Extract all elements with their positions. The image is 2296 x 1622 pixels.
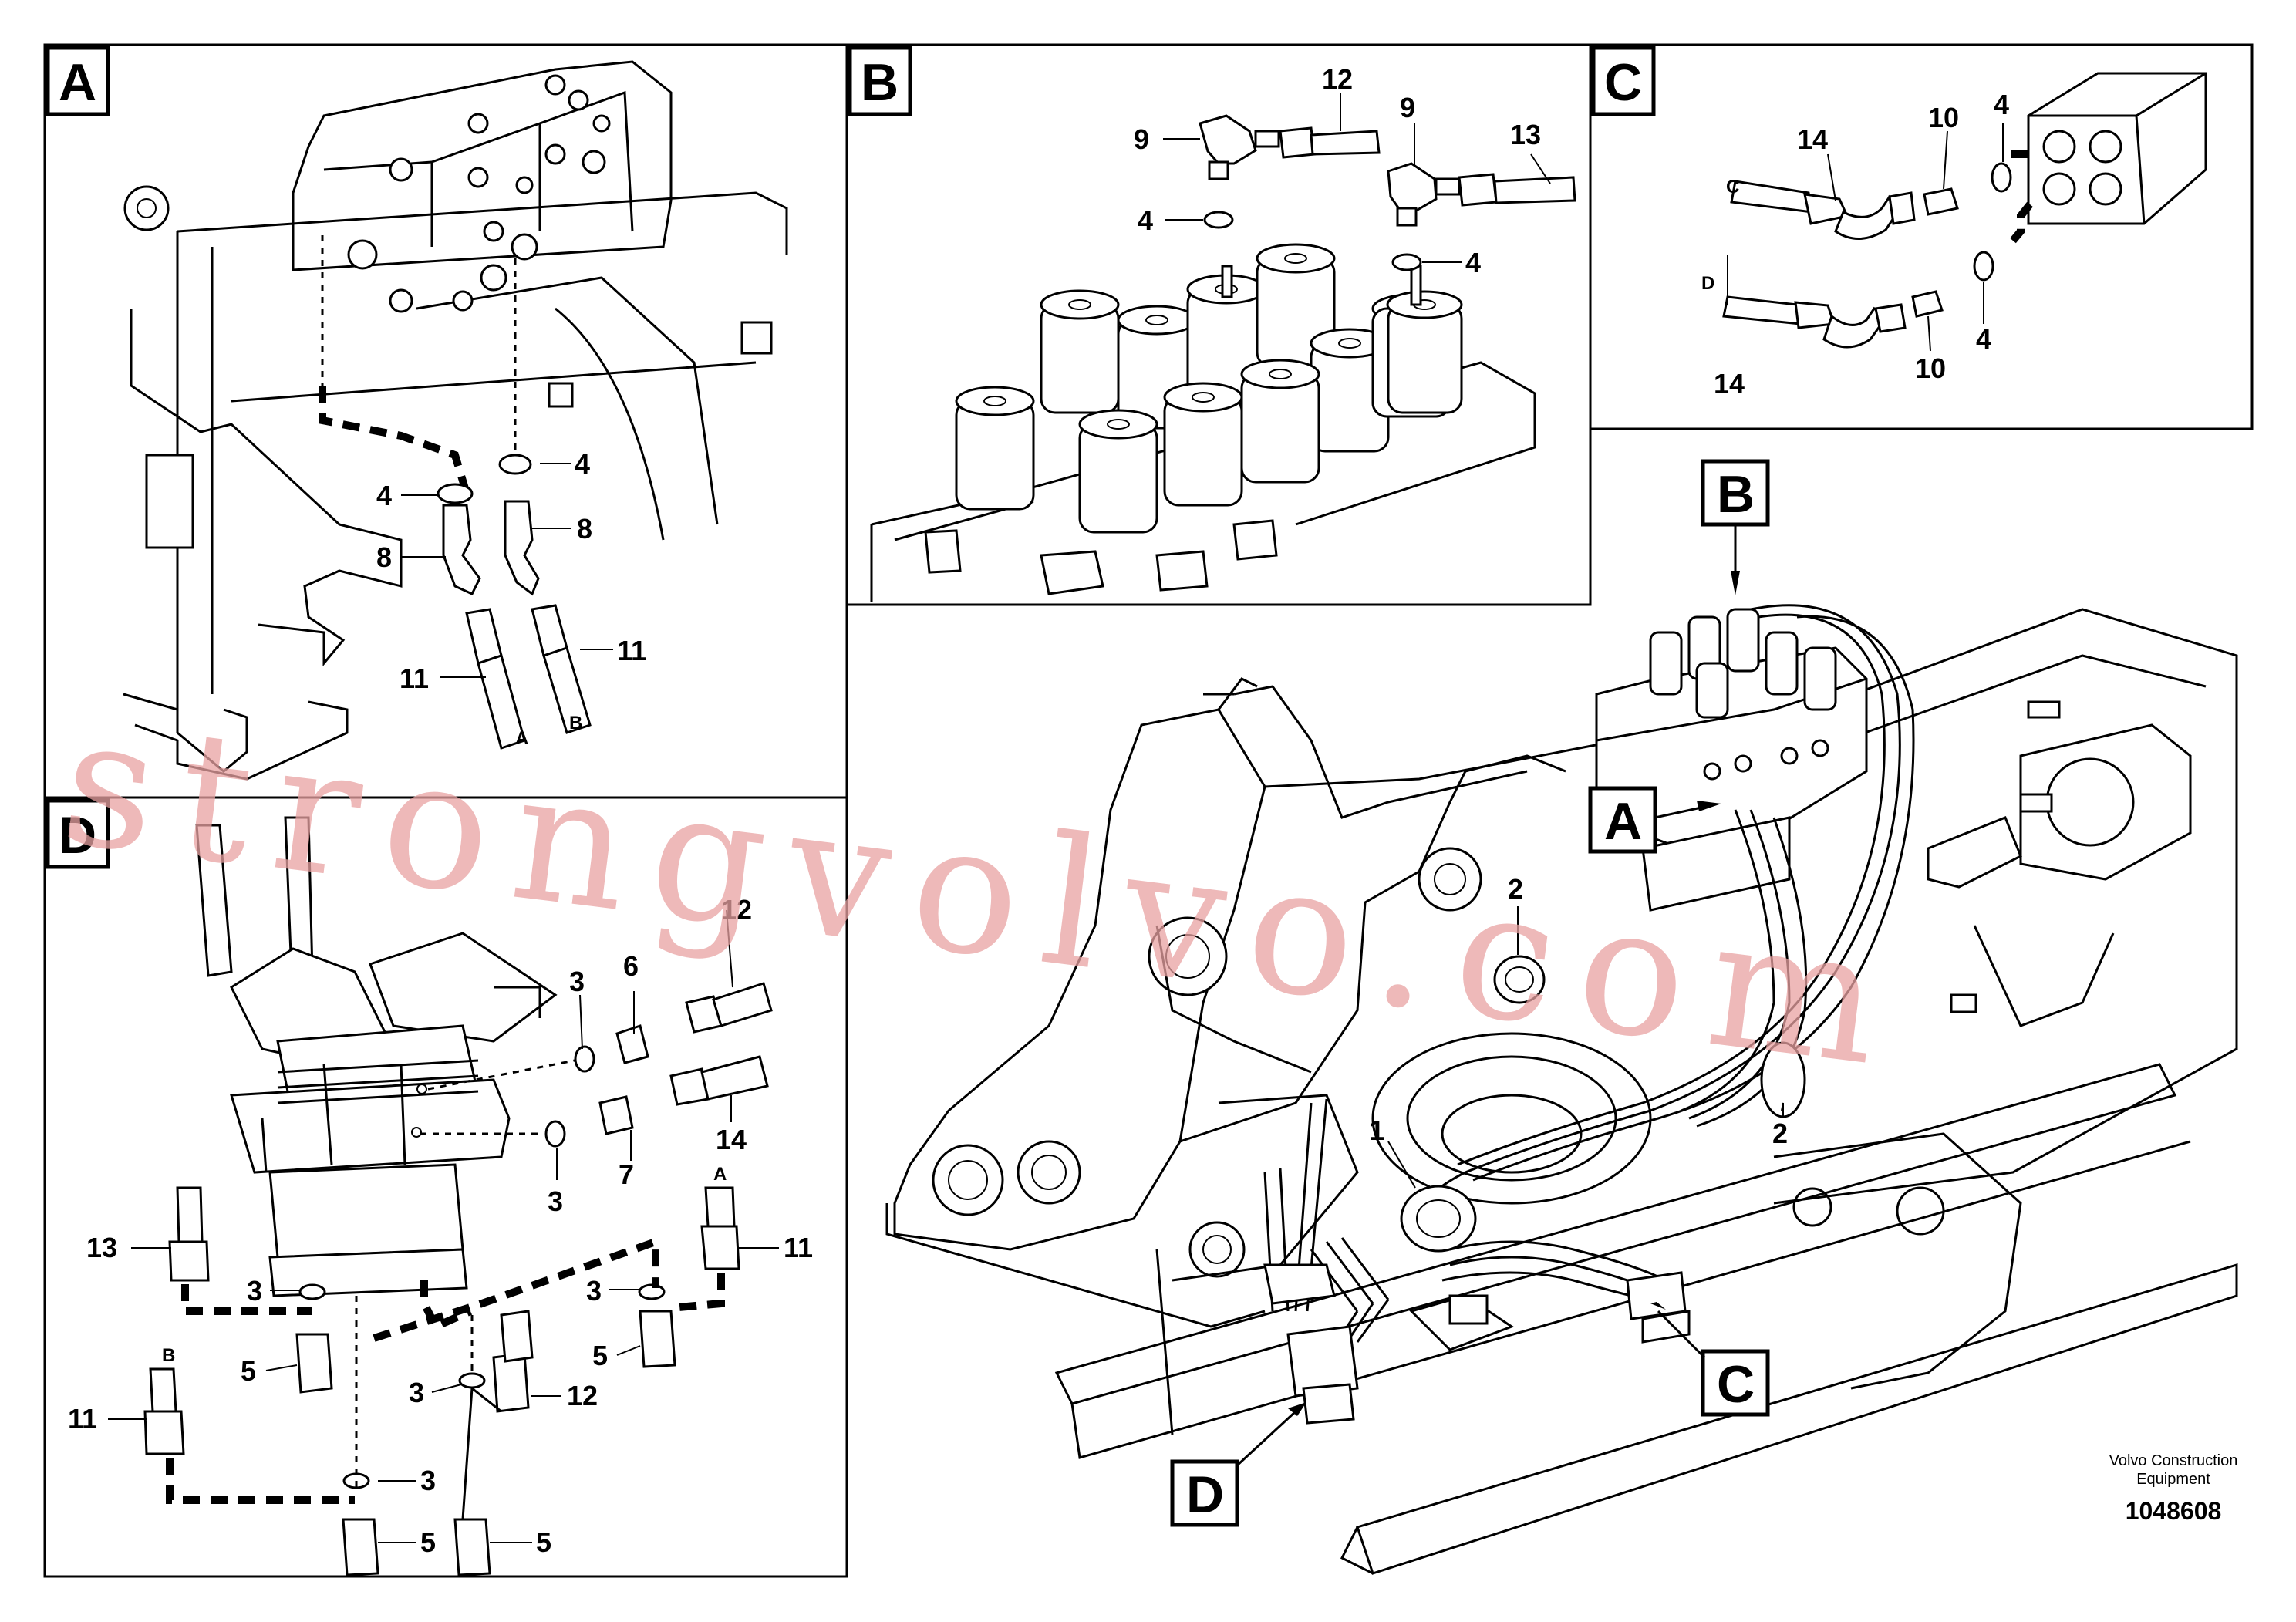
panel-d-callout-3e: 3: [409, 1377, 424, 1408]
document-number: 1048608: [2126, 1497, 2222, 1525]
panel-d-callout-3b: 3: [548, 1185, 563, 1217]
panel-d-callout-14: 14: [716, 1124, 747, 1155]
brand-line-2: Equipment: [2136, 1471, 2210, 1488]
panel-c: C 14 10 4 C D 14 10 4: [1591, 46, 2207, 400]
overview-callout-d: D: [1186, 1465, 1224, 1524]
panel-c-hose-end-c: C: [1726, 177, 1739, 197]
panel-a-letter: A: [59, 53, 96, 112]
panel-d-callout-3c: 3: [247, 1275, 262, 1307]
brand-line-1: Volvo Construction: [2109, 1452, 2238, 1469]
panel-d-callout-3f: 3: [420, 1465, 436, 1496]
panel-c-callout-10a: 10: [1928, 102, 1959, 133]
panel-c-callout-14b: 14: [1714, 368, 1745, 400]
overview-callout-c: C: [1717, 1355, 1755, 1414]
panel-a-callout-11a: 11: [400, 663, 429, 694]
panel-c-callout-4a: 4: [1994, 89, 2009, 120]
overview-callout-b: B: [1717, 465, 1755, 524]
panel-a-callout-8b: 8: [577, 513, 592, 545]
panel-d-callout-11b: 11: [68, 1403, 97, 1435]
panel-d-callout-5b: 5: [592, 1340, 608, 1371]
panel-b-letter: B: [861, 53, 899, 112]
panel-d-callout-5a: 5: [241, 1355, 256, 1387]
panel-a-callout-11b: 11: [617, 635, 646, 666]
panel-d-callout-5d: 5: [536, 1526, 551, 1558]
overview-callout-a: A: [1604, 792, 1642, 851]
panel-d-letter: D: [59, 806, 96, 865]
panel-a-callout-4b: 4: [575, 448, 590, 480]
panel-d-callout-12: 12: [567, 1380, 598, 1411]
panel-b-callout-4a: 4: [1138, 204, 1153, 236]
panel-d-callout-11a: 11: [784, 1232, 813, 1263]
panel-b-callout-13: 13: [1510, 119, 1541, 150]
panel-b-callout-9a: 9: [1134, 123, 1149, 155]
panel-d-frame: [43, 796, 848, 1578]
panel-d-callout-3d: 3: [586, 1275, 602, 1307]
overview-callout-2b: 2: [1772, 1118, 1788, 1149]
panel-d-callout-7: 7: [619, 1158, 634, 1190]
panel-c-callout-10b: 10: [1915, 352, 1946, 384]
panel-d-callout-13: 13: [86, 1232, 117, 1263]
panel-c-callout-4b: 4: [1976, 323, 1991, 355]
overview-callouts: B A C D 1 2 2: [1170, 459, 1788, 1527]
panel-a-callout-4a: 4: [376, 480, 392, 511]
footer: Volvo Construction Equipment 1048608: [2109, 1452, 2238, 1525]
panel-d: D: [46, 798, 813, 1576]
panel-c-frame: [1589, 43, 2254, 430]
panel-d-callout-5c: 5: [420, 1526, 436, 1558]
panel-c-hose-end-d: D: [1701, 273, 1714, 294]
overview-frame-drawing: [885, 604, 2238, 1575]
panel-d-callout-3a: 3: [569, 966, 585, 997]
overview-callout-2a: 2: [1508, 873, 1523, 905]
panel-a: A: [46, 46, 788, 781]
overview-callout-1: 1: [1369, 1114, 1384, 1146]
panel-d-callout-12-top: 12: [721, 894, 752, 926]
panel-b: B: [848, 46, 1576, 602]
panel-a-hose-end-b: B: [569, 713, 582, 733]
panel-c-letter: C: [1604, 53, 1642, 112]
panel-b-callout-12: 12: [1322, 63, 1353, 95]
panel-d-hose-end-a: A: [713, 1164, 727, 1185]
panel-b-callout-4b: 4: [1465, 247, 1481, 278]
panel-b-callout-9b: 9: [1400, 92, 1415, 123]
panel-c-callout-14a: 14: [1797, 123, 1828, 155]
panel-d-callout-6: 6: [623, 950, 639, 982]
panel-a-hose-end-a: A: [515, 728, 528, 749]
panel-d-hose-end-b: B: [162, 1345, 175, 1366]
panel-a-callout-8a: 8: [376, 541, 392, 573]
